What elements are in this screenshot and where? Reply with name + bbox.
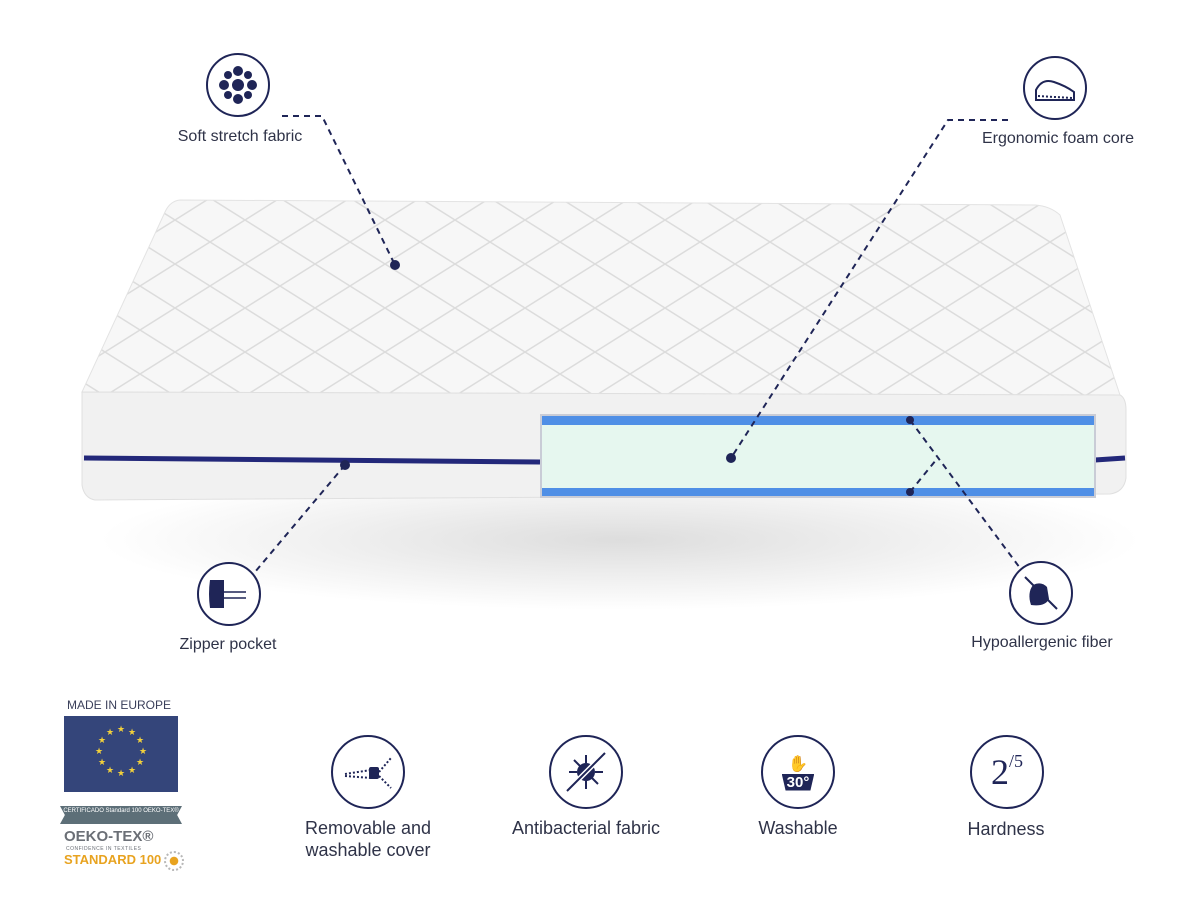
zipper-line <box>83 455 541 465</box>
standard-100-label: STANDARD 100 <box>64 852 162 867</box>
hardness-icon: 2/5 <box>970 735 1044 809</box>
foam-cutout <box>540 414 1096 498</box>
svg-text:★: ★ <box>128 765 136 775</box>
oeko-tex-flower-icon <box>164 851 184 871</box>
svg-text:★: ★ <box>128 727 136 737</box>
hypoallergenic-hand-icon <box>1009 561 1073 625</box>
mattress-top <box>81 199 1121 396</box>
eu-flag: ★★★★★★★★★★★★ <box>64 716 178 792</box>
oeko-tex-certificate-banner: CERTIFICADO Standard 100 OEKO-TEX® <box>60 806 182 824</box>
washable-30-icon: ✋ 30° <box>761 735 835 809</box>
feature-washable: Washable <box>758 818 838 838</box>
hardness-max: /5 <box>1008 751 1023 771</box>
oeko-tex-tagline: CONFIDENCE IN TEXTILES <box>66 846 142 852</box>
antibacterial-icon <box>549 735 623 809</box>
callout-soft-stretch: Soft stretch fabric <box>177 128 303 145</box>
svg-text:★: ★ <box>98 757 106 767</box>
callout-hypoallergenic: Hypoallergenic fiber <box>971 634 1113 651</box>
svg-text:★: ★ <box>139 746 147 756</box>
svg-text:★: ★ <box>106 765 114 775</box>
feature-removable-cover: Removable and washable cover <box>304 818 432 860</box>
callout-zipper: Zipper pocket <box>179 636 277 653</box>
zipper-pocket-icon <box>197 562 261 626</box>
svg-text:★: ★ <box>136 757 144 767</box>
svg-text:★: ★ <box>136 735 144 745</box>
callout-dots <box>340 260 914 496</box>
zipper-line-right <box>1094 455 1126 463</box>
oeko-tex-logo: OEKO-TEX® <box>64 828 154 845</box>
feature-antibacterial: Antibacterial fabric <box>511 818 661 838</box>
svg-text:★: ★ <box>98 735 106 745</box>
svg-text:★: ★ <box>117 768 125 778</box>
hardness-value: 2 <box>990 752 1009 792</box>
hand-icon: ✋ <box>788 755 808 773</box>
wash-temperature: 30° <box>781 773 815 791</box>
svg-text:★: ★ <box>95 746 103 756</box>
fabric-dots-icon <box>206 53 270 117</box>
made-in-europe-label: MADE IN EUROPE <box>67 698 172 712</box>
svg-text:★: ★ <box>117 724 125 734</box>
foam-layers-icon <box>1023 56 1087 120</box>
svg-text:★: ★ <box>106 727 114 737</box>
callout-lines <box>254 115 1021 573</box>
mattress-shadow <box>100 470 1140 610</box>
feature-hardness: Hardness <box>967 819 1045 839</box>
callout-ergonomic: Ergonomic foam core <box>981 130 1135 147</box>
zipper-icon <box>331 735 405 809</box>
